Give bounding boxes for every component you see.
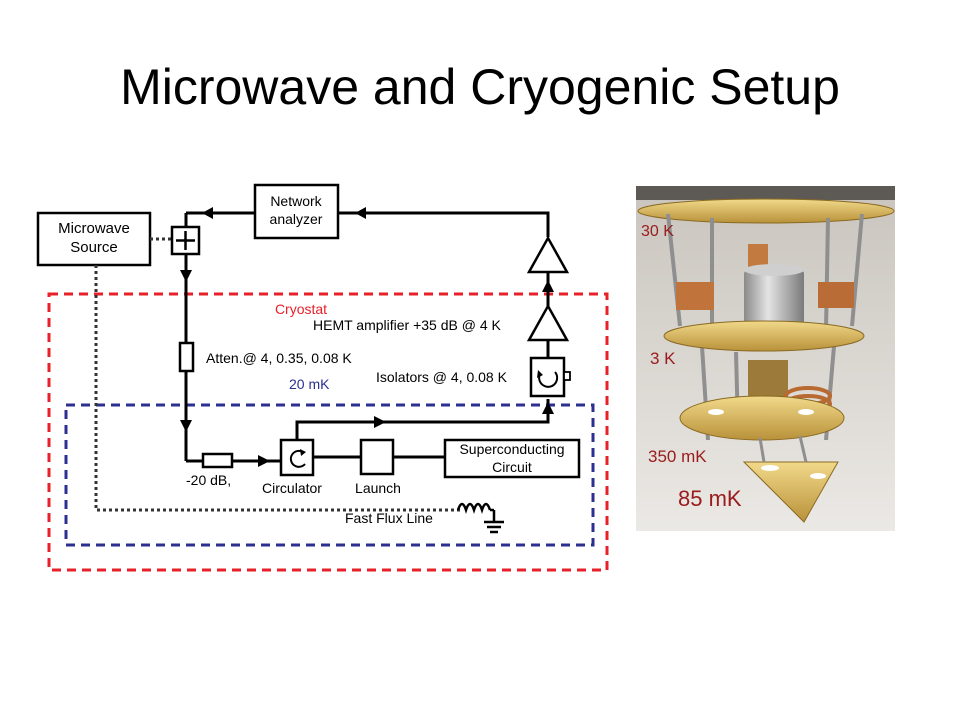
cryostat-label: Cryostat [275,301,327,317]
plate-350mk [679,395,845,441]
hemt-amplifier [526,303,570,342]
label-350mk: 350 mK [648,447,707,466]
microwave-source-label: Microwave [58,220,130,237]
return-line [338,211,550,237]
cryostat-boundary [47,292,609,572]
plate-30k [637,198,895,224]
slide-title: Microwave and Cryogenic Setup [120,59,840,115]
attenuator-resistor [178,341,195,373]
isolators-label: Isolators @ 4, 0.08 K [376,369,508,385]
launch-label: Launch [355,480,401,496]
stage-20mk-boundary [64,403,595,547]
atten-20db-label: -20 dB, [186,472,231,488]
launch-box [359,438,395,476]
stage-20mk-label: 20 mK [289,376,330,392]
label-85mk: 85 mK [678,486,742,511]
network-analyzer-label: analyzer [270,211,323,227]
fast-flux-dotted-line [94,265,460,512]
flux-inductor [456,502,492,514]
circulator-label: Circulator [262,480,322,496]
circulator-box [279,438,315,477]
label-30k: 30 K [641,223,674,240]
microwave-source-box [36,211,152,267]
network-analyzer-label: Network [270,193,322,209]
superconducting-circuit-box [443,438,581,479]
hemt-label: HEMT amplifier +35 dB @ 4 K [313,317,502,333]
plate-3k [663,320,865,352]
superconducting-circuit-label: Circuit [492,459,532,475]
label-3k: 3 K [650,349,676,368]
microwave-source-label: Source [70,239,118,256]
fast-flux-label: Fast Flux Line [345,510,433,526]
atten-label: Atten.@ 4, 0.35, 0.08 K [206,350,352,366]
room-temperature-amplifier [526,235,570,274]
superconducting-circuit-label: Superconducting [459,441,564,457]
